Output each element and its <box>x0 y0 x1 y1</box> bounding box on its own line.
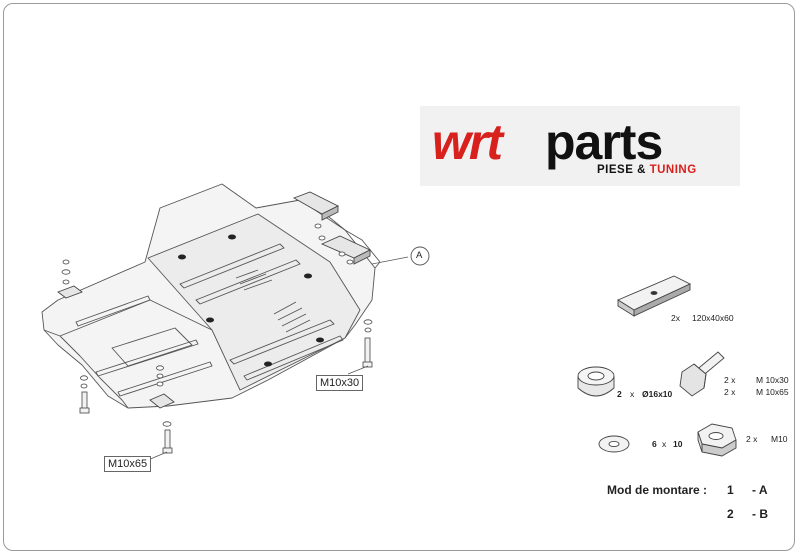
vent-slot <box>277 307 303 321</box>
hole <box>316 337 324 343</box>
vent-slot <box>243 279 273 291</box>
logo-wrt-text: wrt <box>432 114 503 170</box>
washer-size: 10 <box>673 439 683 449</box>
vent-slot <box>235 269 259 279</box>
hole <box>228 234 236 240</box>
spacer-qty: 2 <box>617 389 622 399</box>
hole <box>304 273 312 279</box>
center-panel <box>147 213 361 391</box>
mounting-label: Mod de montare : <box>607 483 708 497</box>
spacer-size: Ø16x10 <box>642 389 673 399</box>
vent-slot <box>285 319 311 333</box>
bolt1-size: M 10x30 <box>756 375 789 385</box>
hole <box>206 317 214 323</box>
hole <box>264 361 272 367</box>
plate-size: 120x40x60 <box>692 313 734 323</box>
hole <box>178 254 186 260</box>
logo-parts-text: parts <box>545 114 663 170</box>
vent-slot <box>239 273 267 285</box>
callout-a-label: A <box>416 250 423 261</box>
vent-slot <box>281 313 307 327</box>
slot <box>229 319 335 365</box>
mounting-option-2-number: 2 <box>727 507 734 521</box>
mounting-option-1-number: 1 <box>727 483 734 497</box>
right-flange <box>344 229 381 269</box>
washer-x: x <box>662 439 667 449</box>
slot <box>95 339 199 377</box>
bolt-m10x30-label: M10x30 <box>316 375 364 391</box>
slot <box>75 295 151 327</box>
mounting-option-2-code: - B <box>752 507 768 521</box>
front-fold <box>43 329 129 409</box>
callout-a-circle <box>410 246 430 266</box>
bracket-plate <box>57 285 83 299</box>
rect-cutout <box>111 327 193 367</box>
page-frame <box>3 3 795 551</box>
bolt2-qty: 2 x <box>724 387 736 397</box>
slot <box>179 243 285 289</box>
bolt-m10x65-label: M10x65 <box>104 456 152 472</box>
bolt1-qty: 2 x <box>724 375 736 385</box>
logo-tagline: PIESE & TUNING <box>597 164 697 176</box>
washer-qty: 6 <box>652 439 657 449</box>
mounting-option-1-code: - A <box>752 483 768 497</box>
vent-slot <box>273 301 297 315</box>
spacer-x: x <box>630 389 635 399</box>
nut-qty: 2 x <box>746 434 758 444</box>
bracket-plate <box>149 393 175 409</box>
slot <box>195 259 301 305</box>
bolt <box>81 391 88 411</box>
bolt <box>364 337 371 365</box>
brand-logo: wrt parts PIESE & TUNING <box>420 106 740 186</box>
nut-size: M10 <box>771 434 788 444</box>
bolt2-size: M 10x65 <box>756 387 789 397</box>
plate-qty: 2x <box>671 313 680 323</box>
slot <box>117 361 213 397</box>
slot <box>243 335 344 381</box>
bolt <box>164 429 171 451</box>
